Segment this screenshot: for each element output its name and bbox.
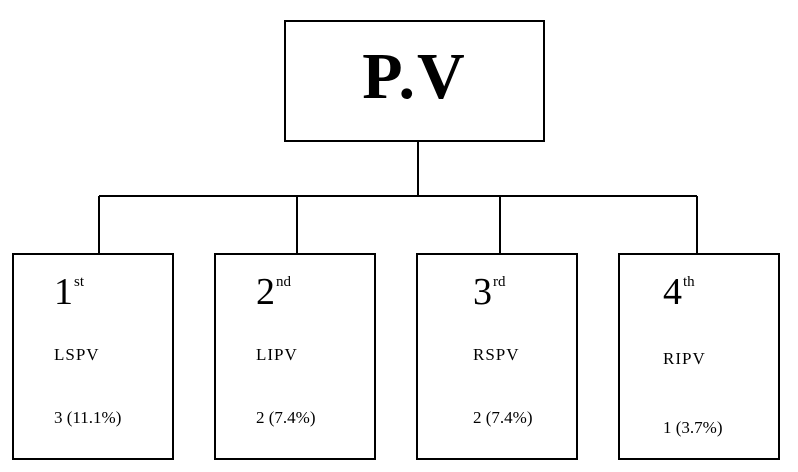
vein-label: LSPV [54,345,100,364]
child-node-2: 2nd LIPV 2 (7.4%) [214,253,376,460]
child-node-4: 4th RIPV 1 (3.7%) [618,253,780,460]
rank-label: 1st [54,271,85,313]
root-label: P.V [362,40,467,113]
rank-label: 4th [663,271,695,313]
vein-label: LIPV [256,345,298,364]
child-node-1: 1st LSPV 3 (11.1%) [12,253,174,460]
count-label: 3 (11.1%) [54,408,122,427]
rank-label: 3rd [473,271,506,313]
vein-label: RSPV [473,345,520,364]
rank-label: 2nd [256,271,291,313]
child-node-3: 3rd RSPV 2 (7.4%) [416,253,578,460]
count-label: 2 (7.4%) [473,408,533,427]
count-label: 1 (3.7%) [663,418,723,437]
vein-label: RIPV [663,349,706,368]
count-label: 2 (7.4%) [256,408,316,427]
root-node: P.V [284,20,545,142]
